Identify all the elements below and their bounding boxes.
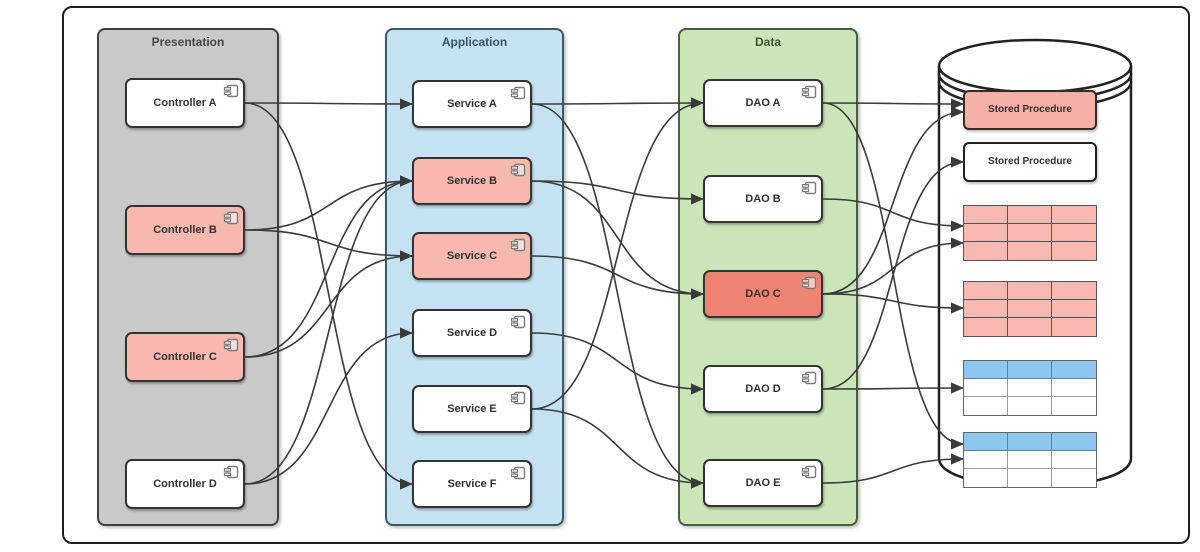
table-cell	[1052, 282, 1096, 300]
table-cell	[1052, 242, 1096, 260]
table-cell	[1008, 318, 1052, 336]
node-label: Controller C	[153, 351, 217, 363]
table-cell	[964, 379, 1008, 397]
component-icon	[223, 338, 239, 352]
component-icon	[510, 466, 526, 480]
node-label: DAO B	[745, 193, 781, 205]
node-service-b: Service B	[412, 157, 532, 205]
table-cell	[1052, 397, 1096, 415]
table-cell	[964, 282, 1008, 300]
db-table-blue-1	[963, 360, 1097, 416]
component-icon	[801, 276, 817, 290]
component-icon	[510, 86, 526, 100]
db-table-blue-2	[963, 432, 1097, 488]
table-cell	[1052, 224, 1096, 242]
node-service-f: Service F	[412, 460, 532, 508]
table-header-cell	[1008, 361, 1052, 379]
table-cell	[1052, 451, 1096, 469]
component-icon	[223, 211, 239, 225]
node-label: Service D	[446, 327, 498, 339]
node-label: Service A	[447, 98, 497, 110]
layer-presentation-title: Presentation	[151, 35, 225, 49]
node-dao-d: DAO D	[703, 365, 823, 413]
component-icon	[510, 315, 526, 329]
node-service-d: Service D	[412, 309, 532, 357]
stored-procedure-highlighted: Stored Procedure	[963, 90, 1097, 130]
table-cell	[1052, 469, 1096, 487]
table-cell	[1008, 282, 1052, 300]
node-label: Service E	[447, 403, 497, 415]
table-cell	[1052, 379, 1096, 397]
node-label: Controller A	[153, 97, 217, 109]
table-cell	[964, 300, 1008, 318]
node-label: DAO C	[745, 288, 781, 300]
component-icon	[510, 238, 526, 252]
node-label: DAO A	[745, 97, 781, 109]
node-controller-a: Controller A	[125, 78, 245, 128]
table-cell	[1008, 469, 1052, 487]
table-cell	[1052, 318, 1096, 336]
db-table-red-1	[963, 205, 1097, 261]
table-header-cell	[964, 433, 1008, 451]
component-icon	[223, 465, 239, 479]
table-cell	[1008, 397, 1052, 415]
table-cell	[1008, 300, 1052, 318]
table-cell	[964, 318, 1008, 336]
node-dao-a: DAO A	[703, 79, 823, 127]
node-dao-b: DAO B	[703, 175, 823, 223]
node-controller-b: Controller B	[125, 205, 245, 255]
stored-procedure-label: Stored Procedure	[988, 155, 1072, 167]
component-icon	[801, 85, 817, 99]
node-label: DAO D	[745, 383, 781, 395]
component-icon	[801, 181, 817, 195]
node-label: Controller D	[153, 478, 217, 490]
node-label: Service C	[446, 250, 498, 262]
stored-procedure-label: Stored Procedure	[988, 103, 1072, 115]
db-table-red-2	[963, 281, 1097, 337]
node-service-e: Service E	[412, 385, 532, 433]
stored-procedure: Stored Procedure	[963, 142, 1097, 182]
node-service-c: Service C	[412, 232, 532, 280]
node-label: DAO E	[745, 477, 781, 489]
table-cell	[1052, 300, 1096, 318]
layer-data-title: Data	[754, 35, 781, 49]
table-header-cell	[1008, 433, 1052, 451]
component-icon	[801, 465, 817, 479]
component-icon	[510, 391, 526, 405]
component-icon	[510, 163, 526, 177]
table-cell	[1052, 206, 1096, 224]
node-dao-c: DAO C	[703, 270, 823, 318]
table-cell	[1008, 206, 1052, 224]
table-cell	[1008, 242, 1052, 260]
node-service-a: Service A	[412, 80, 532, 128]
table-cell	[964, 469, 1008, 487]
table-cell	[1008, 224, 1052, 242]
component-icon	[801, 371, 817, 385]
table-cell	[964, 242, 1008, 260]
table-header-cell	[964, 361, 1008, 379]
node-dao-e: DAO E	[703, 459, 823, 507]
table-cell	[1008, 451, 1052, 469]
table-cell	[1008, 379, 1052, 397]
table-cell	[964, 224, 1008, 242]
table-cell	[964, 206, 1008, 224]
table-cell	[964, 397, 1008, 415]
node-label: Service B	[446, 175, 498, 187]
node-label: Controller B	[153, 224, 217, 236]
node-label: Service F	[447, 478, 497, 490]
node-controller-c: Controller C	[125, 332, 245, 382]
node-controller-d: Controller D	[125, 459, 245, 509]
table-header-cell	[1052, 361, 1096, 379]
table-cell	[964, 451, 1008, 469]
table-header-cell	[1052, 433, 1096, 451]
layer-application-title: Application	[441, 35, 508, 49]
component-icon	[223, 84, 239, 98]
